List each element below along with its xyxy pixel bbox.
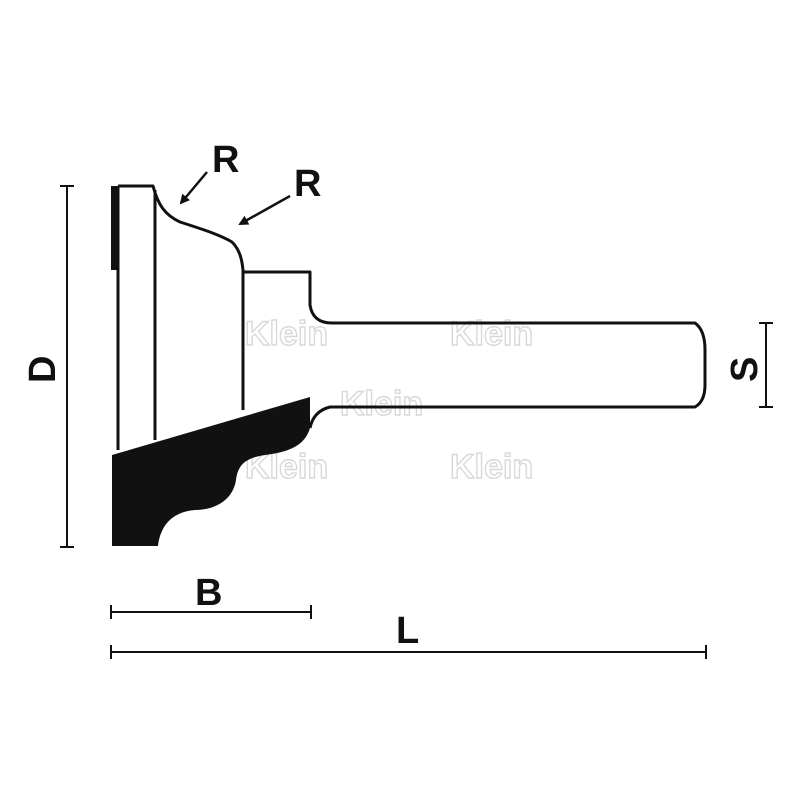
radius-2-arrow xyxy=(238,194,291,226)
collar-outline xyxy=(243,270,333,325)
shank-diameter-label: S xyxy=(724,357,766,382)
cutting-edge-profile xyxy=(112,397,310,546)
dimension-l xyxy=(110,645,707,659)
radius-1-arrow xyxy=(179,171,208,205)
cutting-length-label: B xyxy=(195,572,222,614)
watermark-group: Klein Klein Klein Klein Klein xyxy=(244,314,534,486)
dimension-s xyxy=(759,322,773,408)
dimension-b xyxy=(110,605,312,619)
dimension-d xyxy=(60,185,74,548)
shank-outline xyxy=(308,321,707,429)
cutter-profile-outline xyxy=(118,184,245,410)
watermark-logo: Klein xyxy=(450,315,533,353)
watermark-logo: Klein xyxy=(340,385,423,423)
watermark-logo: Klein xyxy=(245,315,328,353)
watermark-logo: Klein xyxy=(450,448,533,486)
radius-1-label: R xyxy=(212,139,239,181)
blade-edge-top xyxy=(111,186,119,270)
diameter-label: D xyxy=(22,356,64,383)
overall-length-label: L xyxy=(396,610,419,652)
radius-2-label: R xyxy=(294,163,321,205)
